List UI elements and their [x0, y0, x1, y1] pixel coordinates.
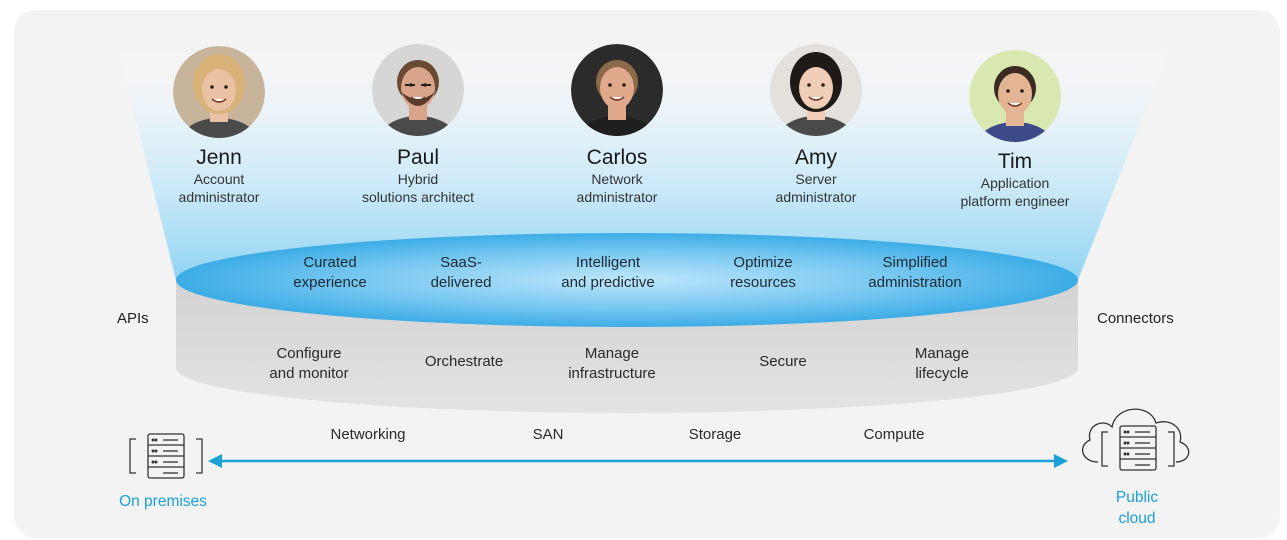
feature-intelligent-predictive: Intelligent and predictive — [533, 253, 683, 293]
persona-role-line2: administrator — [775, 189, 857, 205]
persona-role-line1: Server — [795, 171, 837, 187]
feature-saas-delivered: SaaS- delivered — [386, 253, 536, 293]
feature-line2: and predictive — [561, 274, 655, 291]
capability-line2: infrastructure — [568, 365, 656, 382]
public-cloud-label: Public cloud — [1067, 487, 1207, 529]
resource-storage: Storage — [688, 426, 742, 443]
feature-line1: Simplified — [882, 254, 948, 271]
avatar-carlos — [571, 44, 663, 136]
on-premises-label: On premises — [119, 493, 207, 510]
server-rack-icon — [129, 433, 203, 479]
persona-role-line1: Account — [193, 171, 245, 187]
persona-jenn: Jenn Account administrator — [119, 146, 319, 206]
connectors-label: Connectors — [1097, 310, 1174, 327]
capability-line2: and monitor — [269, 365, 349, 382]
persona-role-line2: administrator — [576, 189, 658, 205]
persona-name: Tim — [997, 150, 1033, 173]
public-cloud-line1: Public — [1115, 489, 1159, 506]
persona-name: Paul — [396, 146, 440, 169]
persona-paul: Paul Hybrid solutions architect — [318, 146, 518, 206]
arrow-head-left — [208, 454, 222, 468]
persona-role-line1: Network — [591, 171, 643, 187]
capability-line1: Manage — [914, 345, 970, 362]
capability-line1: Manage — [584, 345, 640, 362]
persona-role-line1: Hybrid — [397, 171, 439, 187]
persona-carlos: Carlos Network administrator — [517, 146, 717, 206]
persona-role-line2: platform engineer — [960, 193, 1070, 209]
resource-networking: Networking — [330, 426, 406, 443]
capability-secure: Secure — [708, 352, 858, 372]
feature-line2: administration — [868, 274, 962, 291]
capability-orchestrate: Orchestrate — [389, 352, 539, 372]
capability-line1: Orchestrate — [424, 353, 504, 370]
feature-curated-experience: Curated experience — [255, 253, 405, 293]
persona-name: Carlos — [586, 146, 648, 169]
capability-line1: Configure — [276, 345, 342, 362]
capability-line1: Secure — [759, 353, 807, 370]
feature-line1: Optimize — [733, 254, 793, 271]
avatar-jenn — [173, 46, 265, 138]
capability-manage-lifecycle: Manage lifecycle — [867, 344, 1017, 384]
capability-manage-infrastructure: Manage infrastructure — [537, 344, 687, 384]
avatar-amy — [770, 44, 862, 136]
persona-role-line2: solutions architect — [361, 189, 475, 205]
arrow-head-right — [1054, 454, 1068, 468]
persona-name: Jenn — [196, 146, 242, 169]
platform-top-ellipse — [176, 233, 1078, 327]
feature-simplified-administration: Simplified administration — [840, 253, 990, 293]
public-cloud-line2: cloud — [1118, 510, 1156, 527]
feature-line1: SaaS- — [440, 254, 482, 271]
feature-line2: delivered — [430, 274, 492, 291]
persona-amy: Amy Server administrator — [716, 146, 916, 206]
feature-line1: Curated — [303, 254, 357, 271]
persona-role-line2: administrator — [178, 189, 260, 205]
persona-role-line1: Application — [980, 175, 1050, 191]
feature-line2: resources — [730, 274, 796, 291]
avatar-tim — [969, 50, 1061, 142]
persona-tim: Tim Application platform engineer — [915, 150, 1115, 210]
resource-compute: Compute — [863, 426, 925, 443]
feature-line1: Intelligent — [575, 254, 641, 271]
feature-line2: experience — [293, 274, 367, 291]
avatar-paul — [372, 44, 464, 136]
persona-name: Amy — [795, 146, 837, 169]
capability-configure-monitor: Configure and monitor — [234, 344, 384, 384]
feature-optimize-resources: Optimize resources — [688, 253, 838, 293]
capability-line2: lifecycle — [915, 365, 969, 382]
apis-label: APIs — [117, 310, 149, 327]
resource-san: SAN — [532, 426, 564, 443]
cloud-server-icon — [1081, 408, 1190, 471]
